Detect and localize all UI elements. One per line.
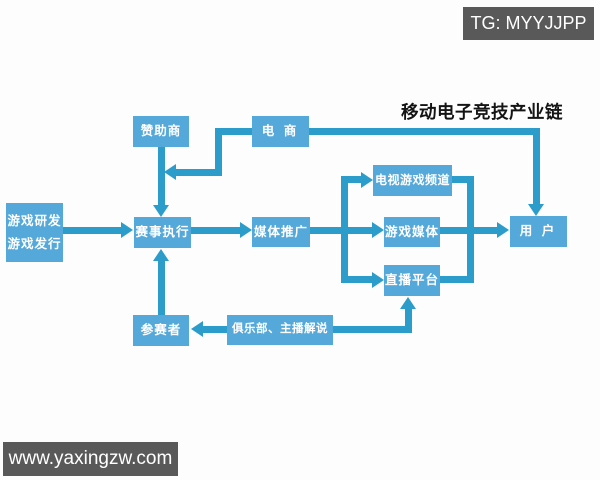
edge-participants-event-line xyxy=(158,261,165,315)
edge-gamedev-event-arrow xyxy=(121,222,133,238)
edge-branch-tv-line xyxy=(348,176,361,183)
node-game-dev-line2: 游戏发行 xyxy=(7,236,62,251)
edge-clubs-participants-arrow xyxy=(191,321,203,337)
edge-ecom-user-arrow xyxy=(528,204,544,216)
edge-clubs-live-arrow xyxy=(400,297,416,309)
edge-event-mediapromo-line xyxy=(191,227,240,234)
branch-left-vertical-line xyxy=(341,176,348,283)
edge-gamemedia-user-line xyxy=(440,227,497,234)
edge-gamemedia-user-arrow xyxy=(497,222,509,238)
node-game-media: 游戏媒体 xyxy=(384,217,440,247)
node-user: 用 户 xyxy=(510,216,567,247)
edge-clubs-participants-line xyxy=(203,326,227,333)
node-media-promotion: 媒体推广 xyxy=(252,217,310,247)
diagram-title: 移动电子竞技产业链 xyxy=(401,102,563,122)
node-ecommerce: 电 商 xyxy=(252,116,309,147)
edge-ecom-junction-line-v xyxy=(215,128,222,176)
edge-tv-collector-line xyxy=(452,176,474,183)
website-watermark-badge: www.yaxingzw.com xyxy=(3,442,178,476)
node-live-platform: 直播平台 xyxy=(384,265,440,296)
edge-clubs-live-line-h xyxy=(333,326,412,333)
edge-branch-live-line xyxy=(348,276,372,283)
node-participants: 参赛者 xyxy=(133,315,189,346)
edge-ecom-user-line-v xyxy=(533,128,540,205)
node-event-execution: 赛事执行 xyxy=(134,217,191,248)
edge-gamedev-event-line xyxy=(63,227,121,234)
edge-event-mediapromo-arrow xyxy=(240,222,252,238)
edge-mediapromo-branch-line xyxy=(310,227,348,234)
edge-participants-event-arrow xyxy=(153,249,169,261)
node-game-dev-publish: 游戏研发 游戏发行 xyxy=(6,203,63,262)
edge-ecom-junction-line-h1 xyxy=(218,128,254,135)
edge-ecom-junction-line-h2 xyxy=(176,169,222,176)
node-sponsor: 赞助商 xyxy=(133,116,189,147)
node-tv-game-channel: 电视游戏频道 xyxy=(373,165,452,196)
node-clubs-commentary: 俱乐部、主播解说 xyxy=(227,315,333,345)
telegram-watermark-badge: TG: MYYJJPP xyxy=(463,7,594,40)
edge-sponsor-event-arrow xyxy=(153,205,169,217)
edge-branch-tv-arrow xyxy=(361,172,373,188)
edge-branch-live-arrow xyxy=(372,272,384,288)
node-game-dev-line1: 游戏研发 xyxy=(7,213,62,228)
edge-sponsor-event-line xyxy=(158,147,165,206)
edge-branch-gamemedia-arrow xyxy=(372,222,384,238)
edge-live-collector-line xyxy=(440,276,474,283)
edge-branch-gamemedia-line xyxy=(348,227,372,234)
edge-ecom-junction-arrow xyxy=(164,164,176,180)
edge-ecom-user-line-h xyxy=(309,128,538,135)
edge-clubs-live-line-v xyxy=(405,309,412,333)
